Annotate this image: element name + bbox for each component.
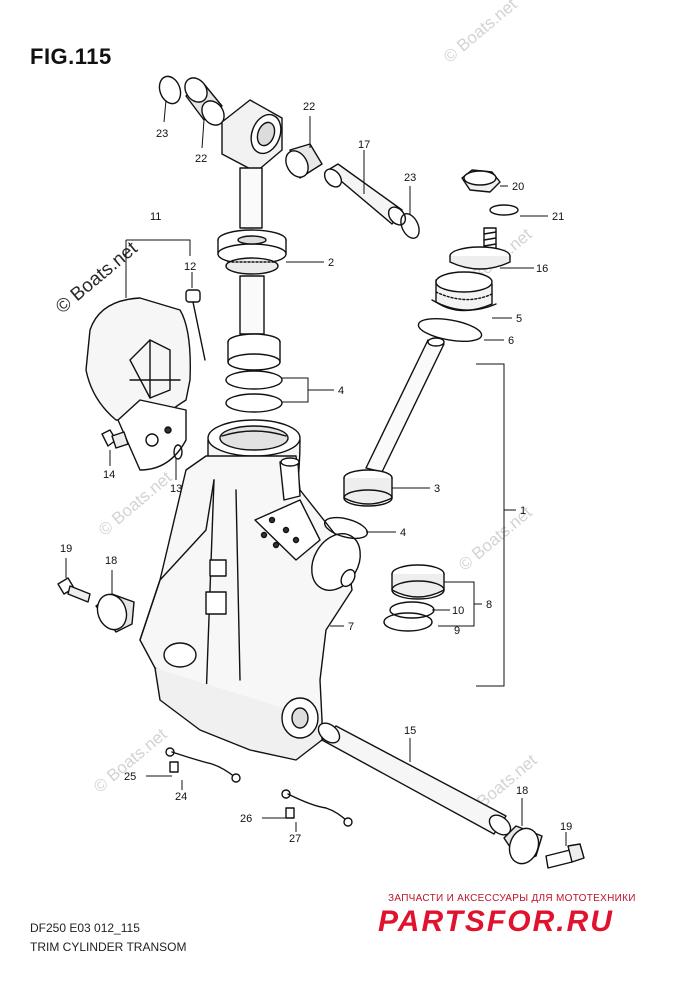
callout-23: 23 [404,172,416,184]
nut-20 [461,169,501,193]
ring-10 [389,601,435,619]
pin-17 [323,163,407,226]
plug-16 [449,227,511,270]
callout-3: 3 [434,483,440,495]
bushing-18-left [95,593,135,633]
callout-5: 5 [516,313,522,325]
clip-12 [185,289,206,361]
callout-24: 24 [175,791,187,803]
callout-18: 18 [516,785,528,797]
callout-1: 1 [520,505,526,517]
callout-14: 14 [103,469,115,481]
bushing-18-right [503,825,543,865]
callout-12: 12 [184,261,196,273]
figure-title: FIG.115 [30,44,112,69]
callout-4: 4 [400,527,406,539]
washer-21 [489,204,519,216]
ring-13 [173,444,183,460]
callout-17: 17 [358,139,370,151]
ground-wire-24 [165,747,241,783]
ground-wire-27 [281,789,353,827]
shop-logo: PARTSFOR.RU [378,905,614,938]
callout-23: 23 [156,128,168,140]
callout-labels: 23 22 22 17 23 2 4 3 4 7 8 10 9 1 20 21 … [60,101,572,845]
callout-2: 2 [328,257,334,269]
callout-10: 10 [452,605,464,617]
cylinder-cap-2 [217,229,287,275]
callout-16: 16 [536,263,548,275]
bolt-19-right [545,843,585,869]
bracket-11 [85,297,191,471]
callout-19: 19 [560,821,572,833]
bushing-22-left [184,77,225,126]
bolt-19-left [57,577,91,603]
callout-22: 22 [195,153,207,165]
o-rings-4-upper [225,370,283,413]
bushing-22-right [285,143,323,179]
cylinder-cap-5 [431,271,497,312]
o-ring-4-lower [323,516,369,540]
callout-7: 7 [348,621,354,633]
callout-19: 19 [60,543,72,555]
callout-21: 21 [552,211,564,223]
o-ring-6 [417,317,483,343]
bolt-14 [101,429,129,449]
pin-15 [317,722,512,836]
callout-8: 8 [486,599,492,611]
callout-6: 6 [508,335,514,347]
rod-piston-3 [343,337,445,507]
figure-caption: TRIM CYLINDER TRANSOM [30,940,187,954]
callout-22: 22 [303,101,315,113]
callout-27: 27 [289,833,301,845]
callout-11: 11 [150,211,161,223]
circlip-23-left [158,75,182,105]
upper-rod [239,167,263,229]
circlip-23-right [400,213,420,239]
piston [227,333,281,371]
callout-25: 25 [124,771,136,783]
callout-9: 9 [454,625,460,637]
leader-lines [65,99,567,846]
piston-rod [239,275,265,335]
callout-4: 4 [338,385,344,397]
callout-13: 13 [170,483,182,495]
piston-8 [391,564,445,600]
cylinder-housing-7 [139,419,361,761]
callout-15: 15 [404,725,416,737]
rod-end-block [221,99,283,173]
o-ring-9 [383,612,433,632]
callout-26: 26 [240,813,252,825]
callout-18: 18 [105,555,117,567]
shop-caption: ЗАПЧАСТИ И АКСЕССУАРЫ ДЛЯ МОТОТЕХНИКИ [388,893,636,904]
figure-code: DF250 E03 012_115 [30,921,140,935]
callout-20: 20 [512,181,524,193]
